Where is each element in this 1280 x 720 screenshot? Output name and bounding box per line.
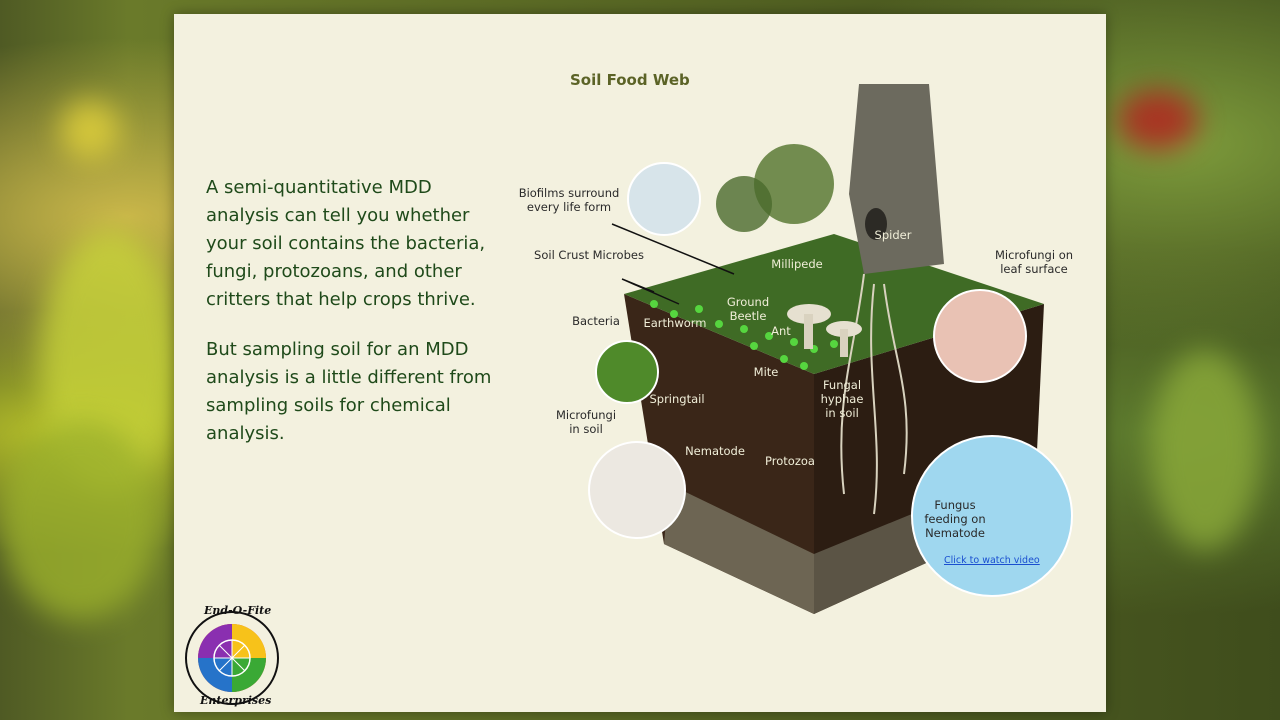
label-fungal-hyphae: Fungal hyphae in soil: [820, 378, 864, 420]
label-mite: Mite: [753, 365, 779, 379]
microfungi-leaf-circle: [933, 289, 1027, 383]
label-fungus-nematode: Fungus feeding on Nematode: [924, 498, 986, 540]
roots: [840, 273, 908, 515]
background-blur-leaf: [60, 100, 120, 160]
soil-food-web-illustration: [588, 84, 1073, 614]
label-ant: Ant: [771, 324, 791, 338]
mushrooms: [787, 304, 862, 357]
paragraph-sampling: But sampling soil for an MDD analysis is…: [206, 339, 492, 444]
bacteria-circle: [595, 340, 659, 404]
logo-top-text: End-O-Fite: [204, 604, 272, 617]
soil-stone-layer: [664, 484, 814, 614]
logo-bottom-text: Enterprises: [200, 694, 272, 707]
label-soil-crust-microbes: Soil Crust Microbes: [534, 248, 644, 262]
label-nematode: Nematode: [685, 444, 745, 458]
diagram-title: Soil Food Web: [570, 71, 690, 89]
biofilm-pointer: [611, 223, 735, 275]
tree-trunk: [849, 84, 944, 274]
slide-text: A semi-quantitative MDD analysis can tel…: [206, 174, 496, 470]
microfungi-soil-circle: [588, 441, 686, 539]
logo-mandala-icon: [185, 611, 279, 705]
label-microfungi-soil: Microfungi in soil: [555, 408, 617, 436]
label-biofilms: Biofilms surround every life form: [518, 186, 620, 214]
label-microfungi-leaf: Microfungi on leaf surface: [994, 248, 1074, 276]
label-spider: Spider: [874, 228, 912, 242]
label-bacteria: Bacteria: [572, 314, 620, 328]
label-millipede: Millipede: [771, 257, 823, 271]
watch-video-link[interactable]: Click to watch video: [944, 555, 1040, 566]
label-protozoa: Protozoa: [765, 454, 815, 468]
grass-surface: [624, 234, 1044, 374]
presentation-slide: A semi-quantitative MDD analysis can tel…: [174, 14, 1106, 712]
microbe-dots: [650, 300, 838, 370]
shrub-foliage: [754, 144, 834, 224]
soil-crust-pointer: [621, 278, 680, 305]
fungus-nematode-circle: [911, 435, 1073, 597]
label-springtail: Springtail: [649, 392, 705, 406]
background-blur-leaf: [1150, 350, 1260, 550]
shrub-foliage: [716, 176, 772, 232]
background-blur-leaf: [0, 420, 160, 620]
tree-hollow: [865, 208, 887, 240]
paragraph-mdd-analysis: A semi-quantitative MDD analysis can tel…: [206, 177, 486, 310]
biofilm-circle: [627, 162, 701, 236]
label-ground-beetle: Ground Beetle: [726, 295, 770, 323]
end-o-fite-logo: End-O-Fite Enterprises: [182, 604, 282, 708]
background-blur-leaf: [1118, 90, 1198, 150]
label-earthworm: Earthworm: [643, 316, 707, 330]
